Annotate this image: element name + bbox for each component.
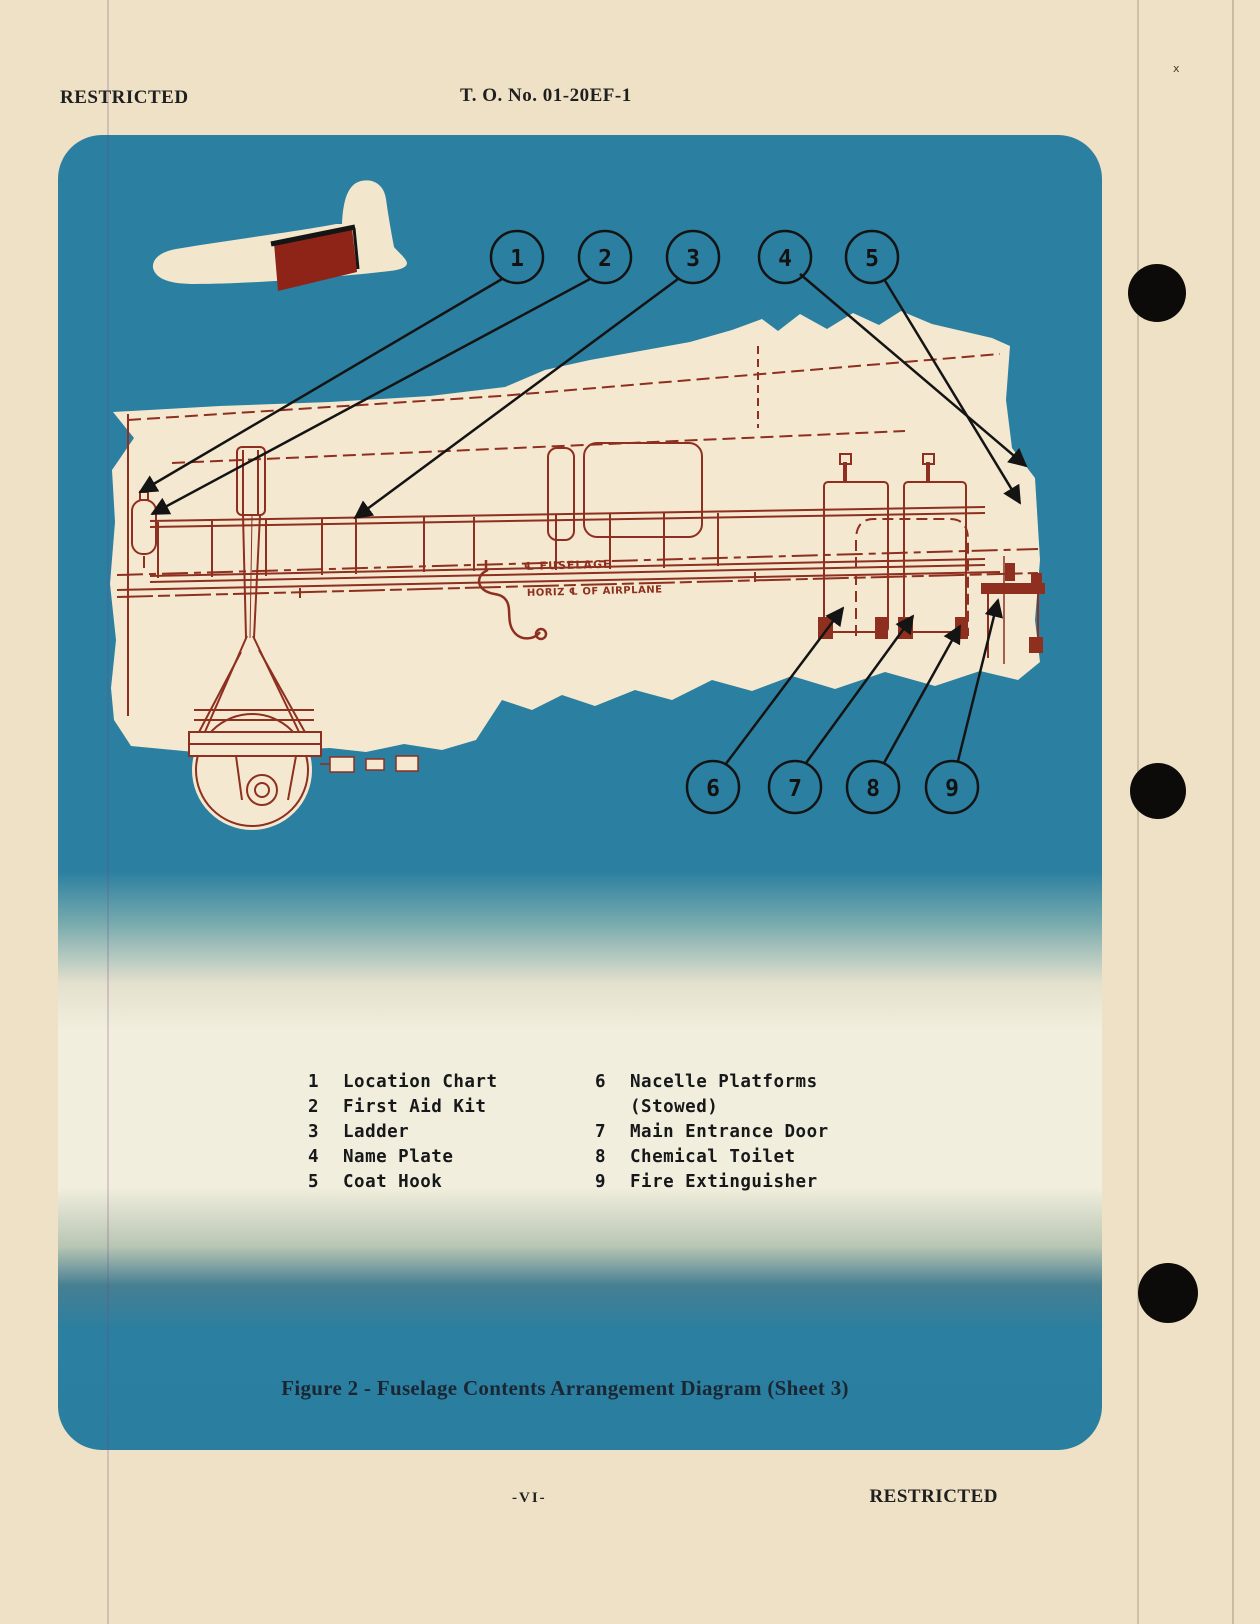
legend-item: 9 Fire Extinguisher xyxy=(595,1170,829,1195)
legend-item: 2 First Aid Kit xyxy=(308,1095,498,1120)
page-number: -VI- xyxy=(512,1490,547,1506)
legend-item: 5 Coat Hook xyxy=(308,1170,498,1195)
figure-panel xyxy=(58,135,1102,1450)
legend-item-label: First Aid Kit xyxy=(343,1097,487,1117)
legend-item-number xyxy=(595,1095,619,1120)
punch-hole xyxy=(1138,1263,1198,1323)
legend-item-number: 5 xyxy=(308,1172,320,1192)
legend-item: 1 Location Chart xyxy=(308,1070,498,1095)
legend-item: 8 Chemical Toilet xyxy=(595,1145,829,1170)
legend-item-number: 2 xyxy=(308,1097,320,1117)
figure-caption: Figure 2 - Fuselage Contents Arrangement… xyxy=(281,1376,849,1400)
legend-item-number: 3 xyxy=(308,1122,320,1142)
legend-right-column: 6 Nacelle Platforms (Stowed) 7 Main Entr… xyxy=(595,1070,829,1195)
legend-item-label: (Stowed) xyxy=(630,1097,719,1117)
legend-item-number: 6 xyxy=(595,1072,607,1092)
legend-item-number: 1 xyxy=(308,1072,320,1092)
legend-item-number: 7 xyxy=(595,1122,607,1142)
legend-item-label: Chemical Toilet xyxy=(630,1147,796,1167)
legend-item: 7 Main Entrance Door xyxy=(595,1120,829,1145)
legend-item-label: Fire Extinguisher xyxy=(630,1172,818,1192)
header-technical-order-number: T. O. No. 01-20EF-1 xyxy=(460,85,632,106)
legend-item: 6 Nacelle Platforms xyxy=(595,1070,829,1095)
legend-item-label: Location Chart xyxy=(343,1072,498,1092)
header-classification: RESTRICTED xyxy=(60,87,189,108)
legend-item-label: Coat Hook xyxy=(343,1172,443,1192)
pencil-mark: x xyxy=(1173,62,1180,75)
legend-item-number: 9 xyxy=(595,1172,607,1192)
punch-hole xyxy=(1130,763,1186,819)
legend-item-number: 8 xyxy=(595,1147,607,1167)
footer-classification: RESTRICTED xyxy=(869,1486,998,1507)
punch-hole xyxy=(1128,264,1186,322)
legend-item-label: Ladder xyxy=(343,1122,410,1142)
legend-item: (Stowed) xyxy=(595,1095,829,1120)
legend-item: 4 Name Plate xyxy=(308,1145,498,1170)
legend-item-label: Main Entrance Door xyxy=(630,1122,829,1142)
legend-item: 3 Ladder xyxy=(308,1120,498,1145)
legend-left-column: 1 Location Chart 2 First Aid Kit 3 Ladde… xyxy=(308,1070,498,1195)
legend-item-label: Name Plate xyxy=(343,1147,454,1167)
page-edge-crease xyxy=(1232,0,1234,1624)
legend-item-number: 4 xyxy=(308,1147,320,1167)
legend-item-label: Nacelle Platforms xyxy=(630,1072,818,1092)
